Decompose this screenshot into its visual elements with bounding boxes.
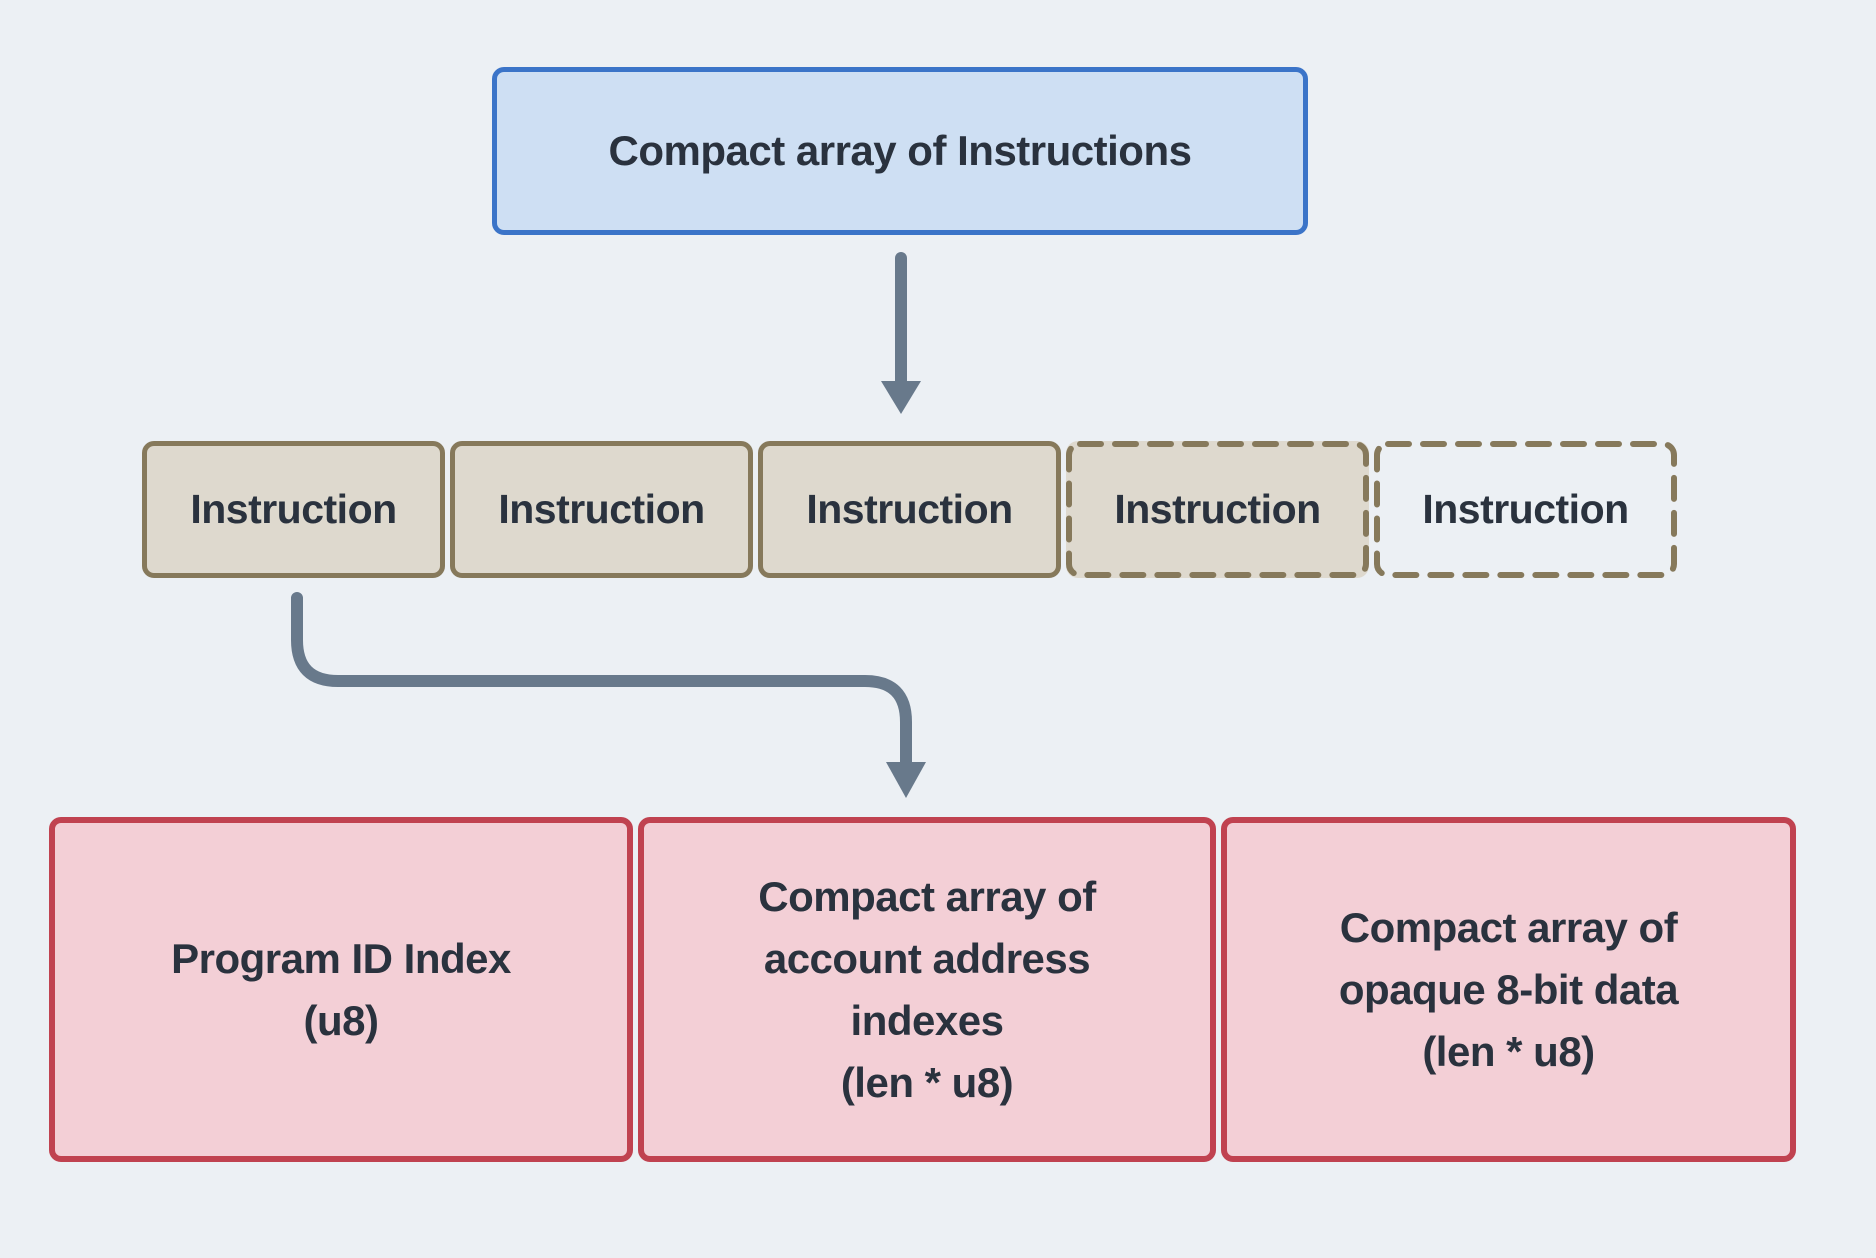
- instruction-cell-2-label: Instruction: [498, 486, 705, 532]
- instruction-fields-row: Program ID Index (u8) Compact array of a…: [49, 817, 1796, 1162]
- instruction-cell-1-label: Instruction: [190, 486, 397, 532]
- instruction-cell-3-label: Instruction: [806, 486, 1013, 532]
- instruction-cell-5-label: Instruction: [1422, 486, 1629, 532]
- dashed-border: [1374, 441, 1677, 578]
- instruction-cell-5: Instruction: [1374, 441, 1677, 578]
- dashed-border: [1066, 441, 1369, 578]
- instruction-cell-2: Instruction: [450, 441, 753, 578]
- opaque-data-box: Compact array of opaque 8-bit data (len …: [1221, 817, 1796, 1162]
- compact-array-of-instructions-label: Compact array of Instructions: [608, 127, 1192, 174]
- program-id-index-box: Program ID Index (u8): [49, 817, 633, 1162]
- instruction-array-row: Instruction Instruction Instruction Inst…: [142, 441, 1677, 578]
- instruction-cell-1: Instruction: [142, 441, 445, 578]
- program-id-index-label: Program ID Index (u8): [171, 934, 511, 1044]
- compact-array-of-instructions-box: Compact array of Instructions: [492, 67, 1308, 235]
- opaque-data-label: Compact array of opaque 8-bit data (len …: [1338, 903, 1679, 1075]
- instruction-cell-4: Instruction: [1066, 441, 1369, 578]
- account-address-indexes-box: Compact array of account address indexes…: [638, 817, 1216, 1162]
- down-arrow: [881, 252, 921, 414]
- instruction-cell-3: Instruction: [758, 441, 1061, 578]
- elbow-arrow: [291, 592, 926, 798]
- account-address-indexes-label: Compact array of account address indexes…: [758, 872, 1096, 1106]
- instruction-cell-4-label: Instruction: [1114, 486, 1321, 532]
